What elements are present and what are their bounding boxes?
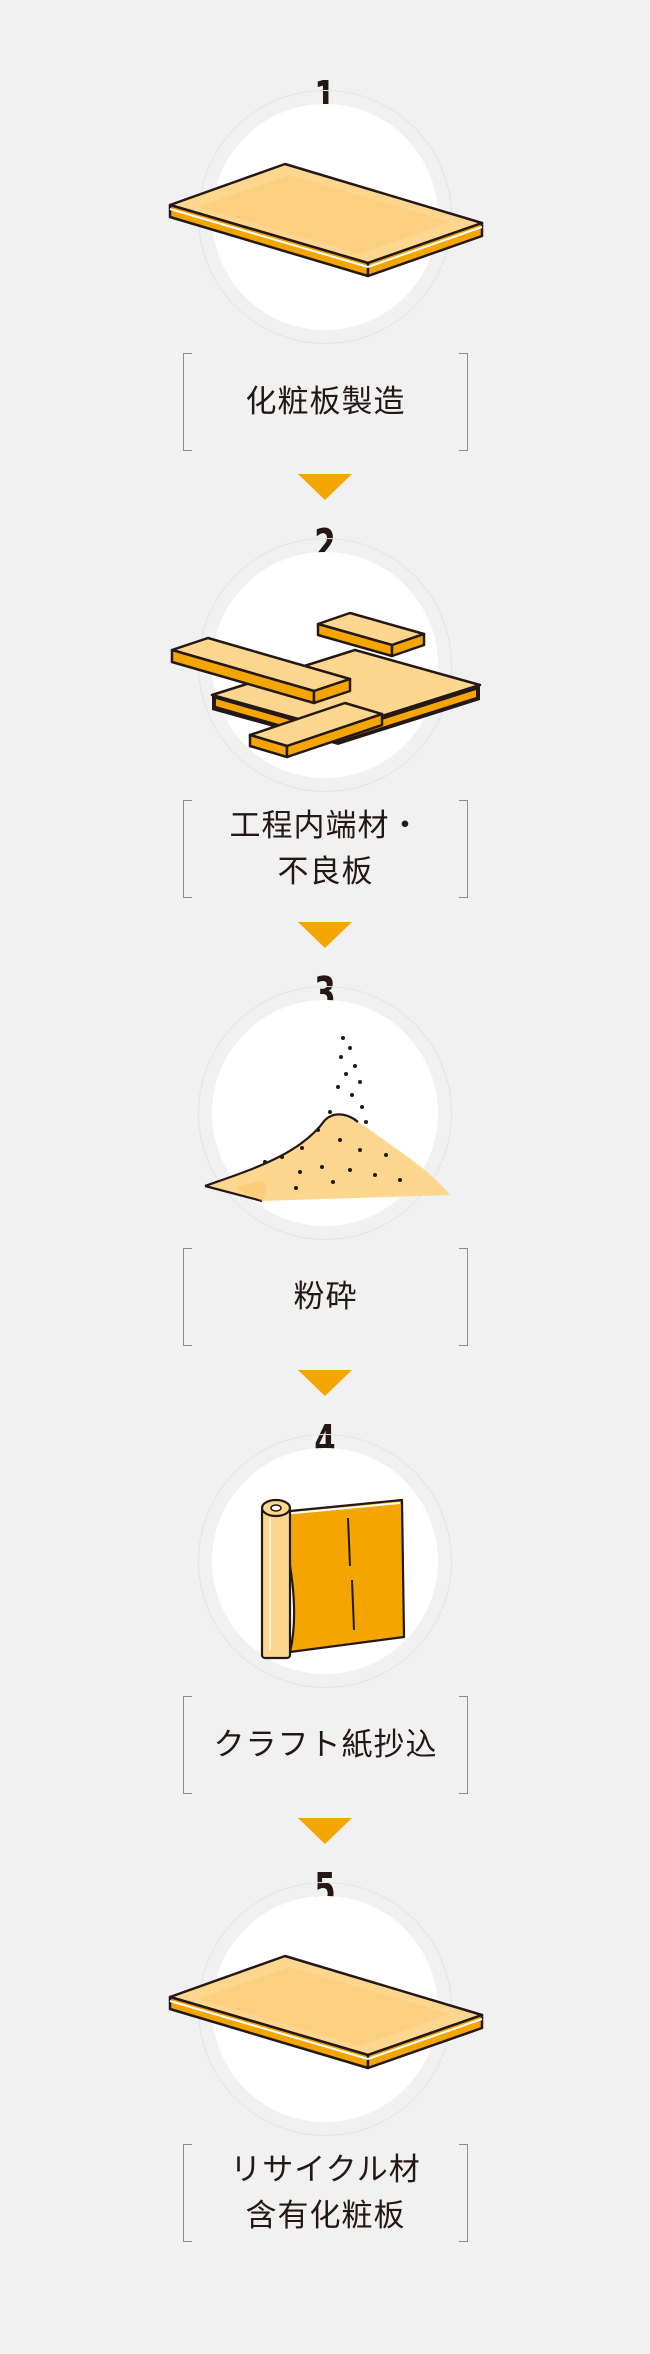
scrap-boards-icon bbox=[170, 611, 482, 759]
step-3-label: 粉砕 bbox=[293, 1279, 358, 1315]
powder-pile-icon bbox=[204, 1036, 450, 1203]
arrow-down-icon bbox=[298, 1370, 352, 1396]
paper-roll-icon bbox=[260, 1498, 406, 1660]
board-icon bbox=[168, 1954, 484, 2070]
step-3-label-box: 粉砕 bbox=[183, 1248, 468, 1346]
step-4-circle bbox=[198, 1434, 452, 1688]
step-5-label: リサイクル材 含有化粧板 bbox=[230, 2152, 421, 2234]
arrow-down-icon bbox=[298, 1818, 352, 1844]
arrow-down-icon bbox=[298, 474, 352, 500]
board-icon bbox=[168, 162, 484, 278]
step-1-label: 化粧板製造 bbox=[245, 384, 406, 420]
step-4-label: クラフト紙抄込 bbox=[213, 1727, 438, 1763]
step-1-label-box: 化粧板製造 bbox=[183, 353, 468, 451]
arrow-down-icon bbox=[298, 922, 352, 948]
step-5-label-box: リサイクル材 含有化粧板 bbox=[183, 2144, 468, 2242]
step-4-label-box: クラフト紙抄込 bbox=[183, 1696, 468, 1794]
step-2-label: 工程内端材・ 不良板 bbox=[229, 808, 422, 890]
step-3-circle bbox=[198, 986, 452, 1240]
step-2-label-box: 工程内端材・ 不良板 bbox=[183, 800, 468, 898]
